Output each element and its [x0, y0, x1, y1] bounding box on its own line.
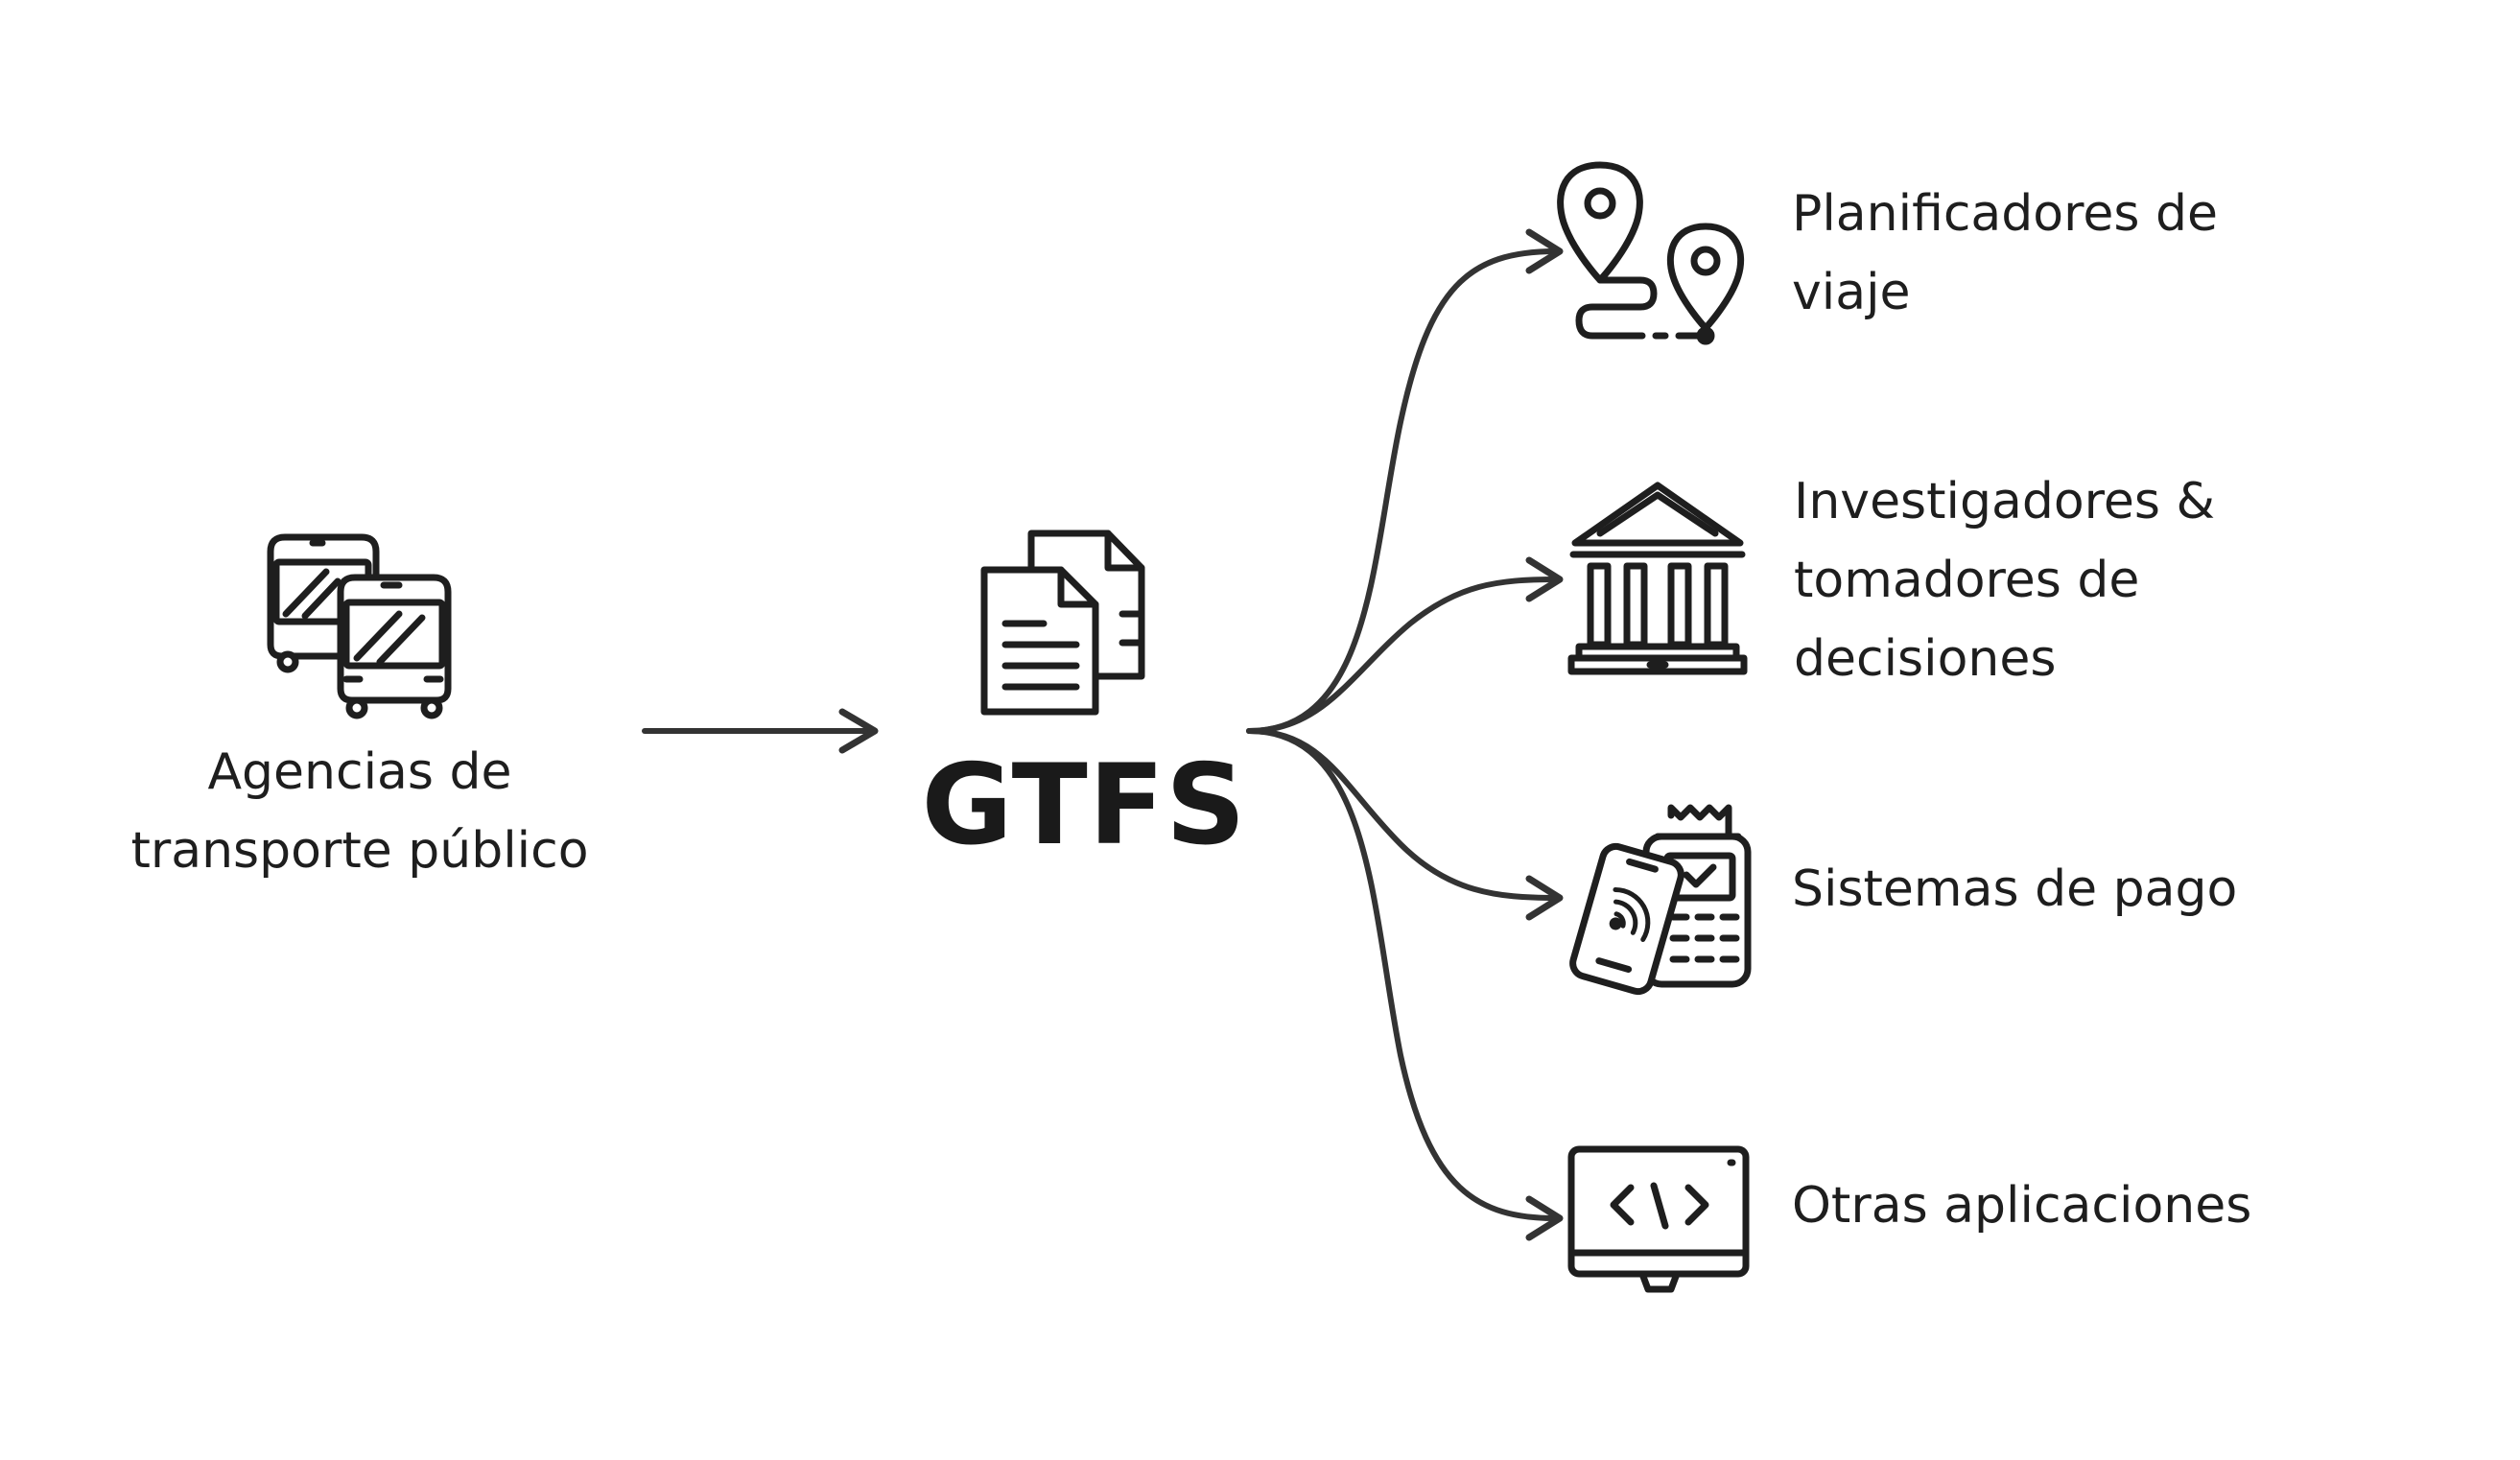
consumer-label-researchers: Investigadores & tomadores de decisiones — [1794, 462, 2215, 698]
arrow-to-other-apps — [1246, 728, 1559, 1221]
gtfs-label: GTFS — [921, 741, 1247, 870]
consumer-label-line: Planificadores de — [1792, 185, 2218, 243]
source-label-line-1: Agencias de — [207, 743, 512, 801]
consumer-label-line: viaje — [1792, 264, 1911, 321]
consumer-label-line: Otras aplicaciones — [1792, 1177, 2252, 1235]
consumer-label-payment: Sistemas de pago — [1792, 850, 2237, 929]
source-label-line-2: transporte público — [130, 822, 589, 880]
arrows-gtfs-to-consumers — [1246, 228, 1564, 1241]
consumer-label-line: decisiones — [1794, 630, 2057, 688]
payment-terminal-icon — [1569, 804, 1752, 996]
consumer-label-trip-planners: Planificadores de viaje — [1792, 175, 2218, 332]
arrow-to-trip-planners — [1246, 248, 1559, 734]
consumer-label-other-apps: Otras aplicaciones — [1792, 1166, 2251, 1245]
code-monitor-icon — [1567, 1145, 1750, 1293]
arrow-to-researchers — [1246, 577, 1559, 734]
buses-icon — [267, 533, 452, 719]
documents-icon — [980, 530, 1145, 716]
consumer-label-line: Investigadores & — [1794, 473, 2216, 530]
consumer-label-line: tomadores de — [1794, 552, 2140, 609]
arrow-source-to-gtfs — [642, 708, 879, 754]
map-route-pins-icon — [1557, 161, 1745, 345]
source-label: Agencias de transporte público — [96, 733, 624, 890]
consumer-label-line: Sistemas de pago — [1792, 860, 2238, 918]
government-building-icon — [1567, 482, 1748, 675]
arrow-to-payment — [1246, 728, 1559, 901]
